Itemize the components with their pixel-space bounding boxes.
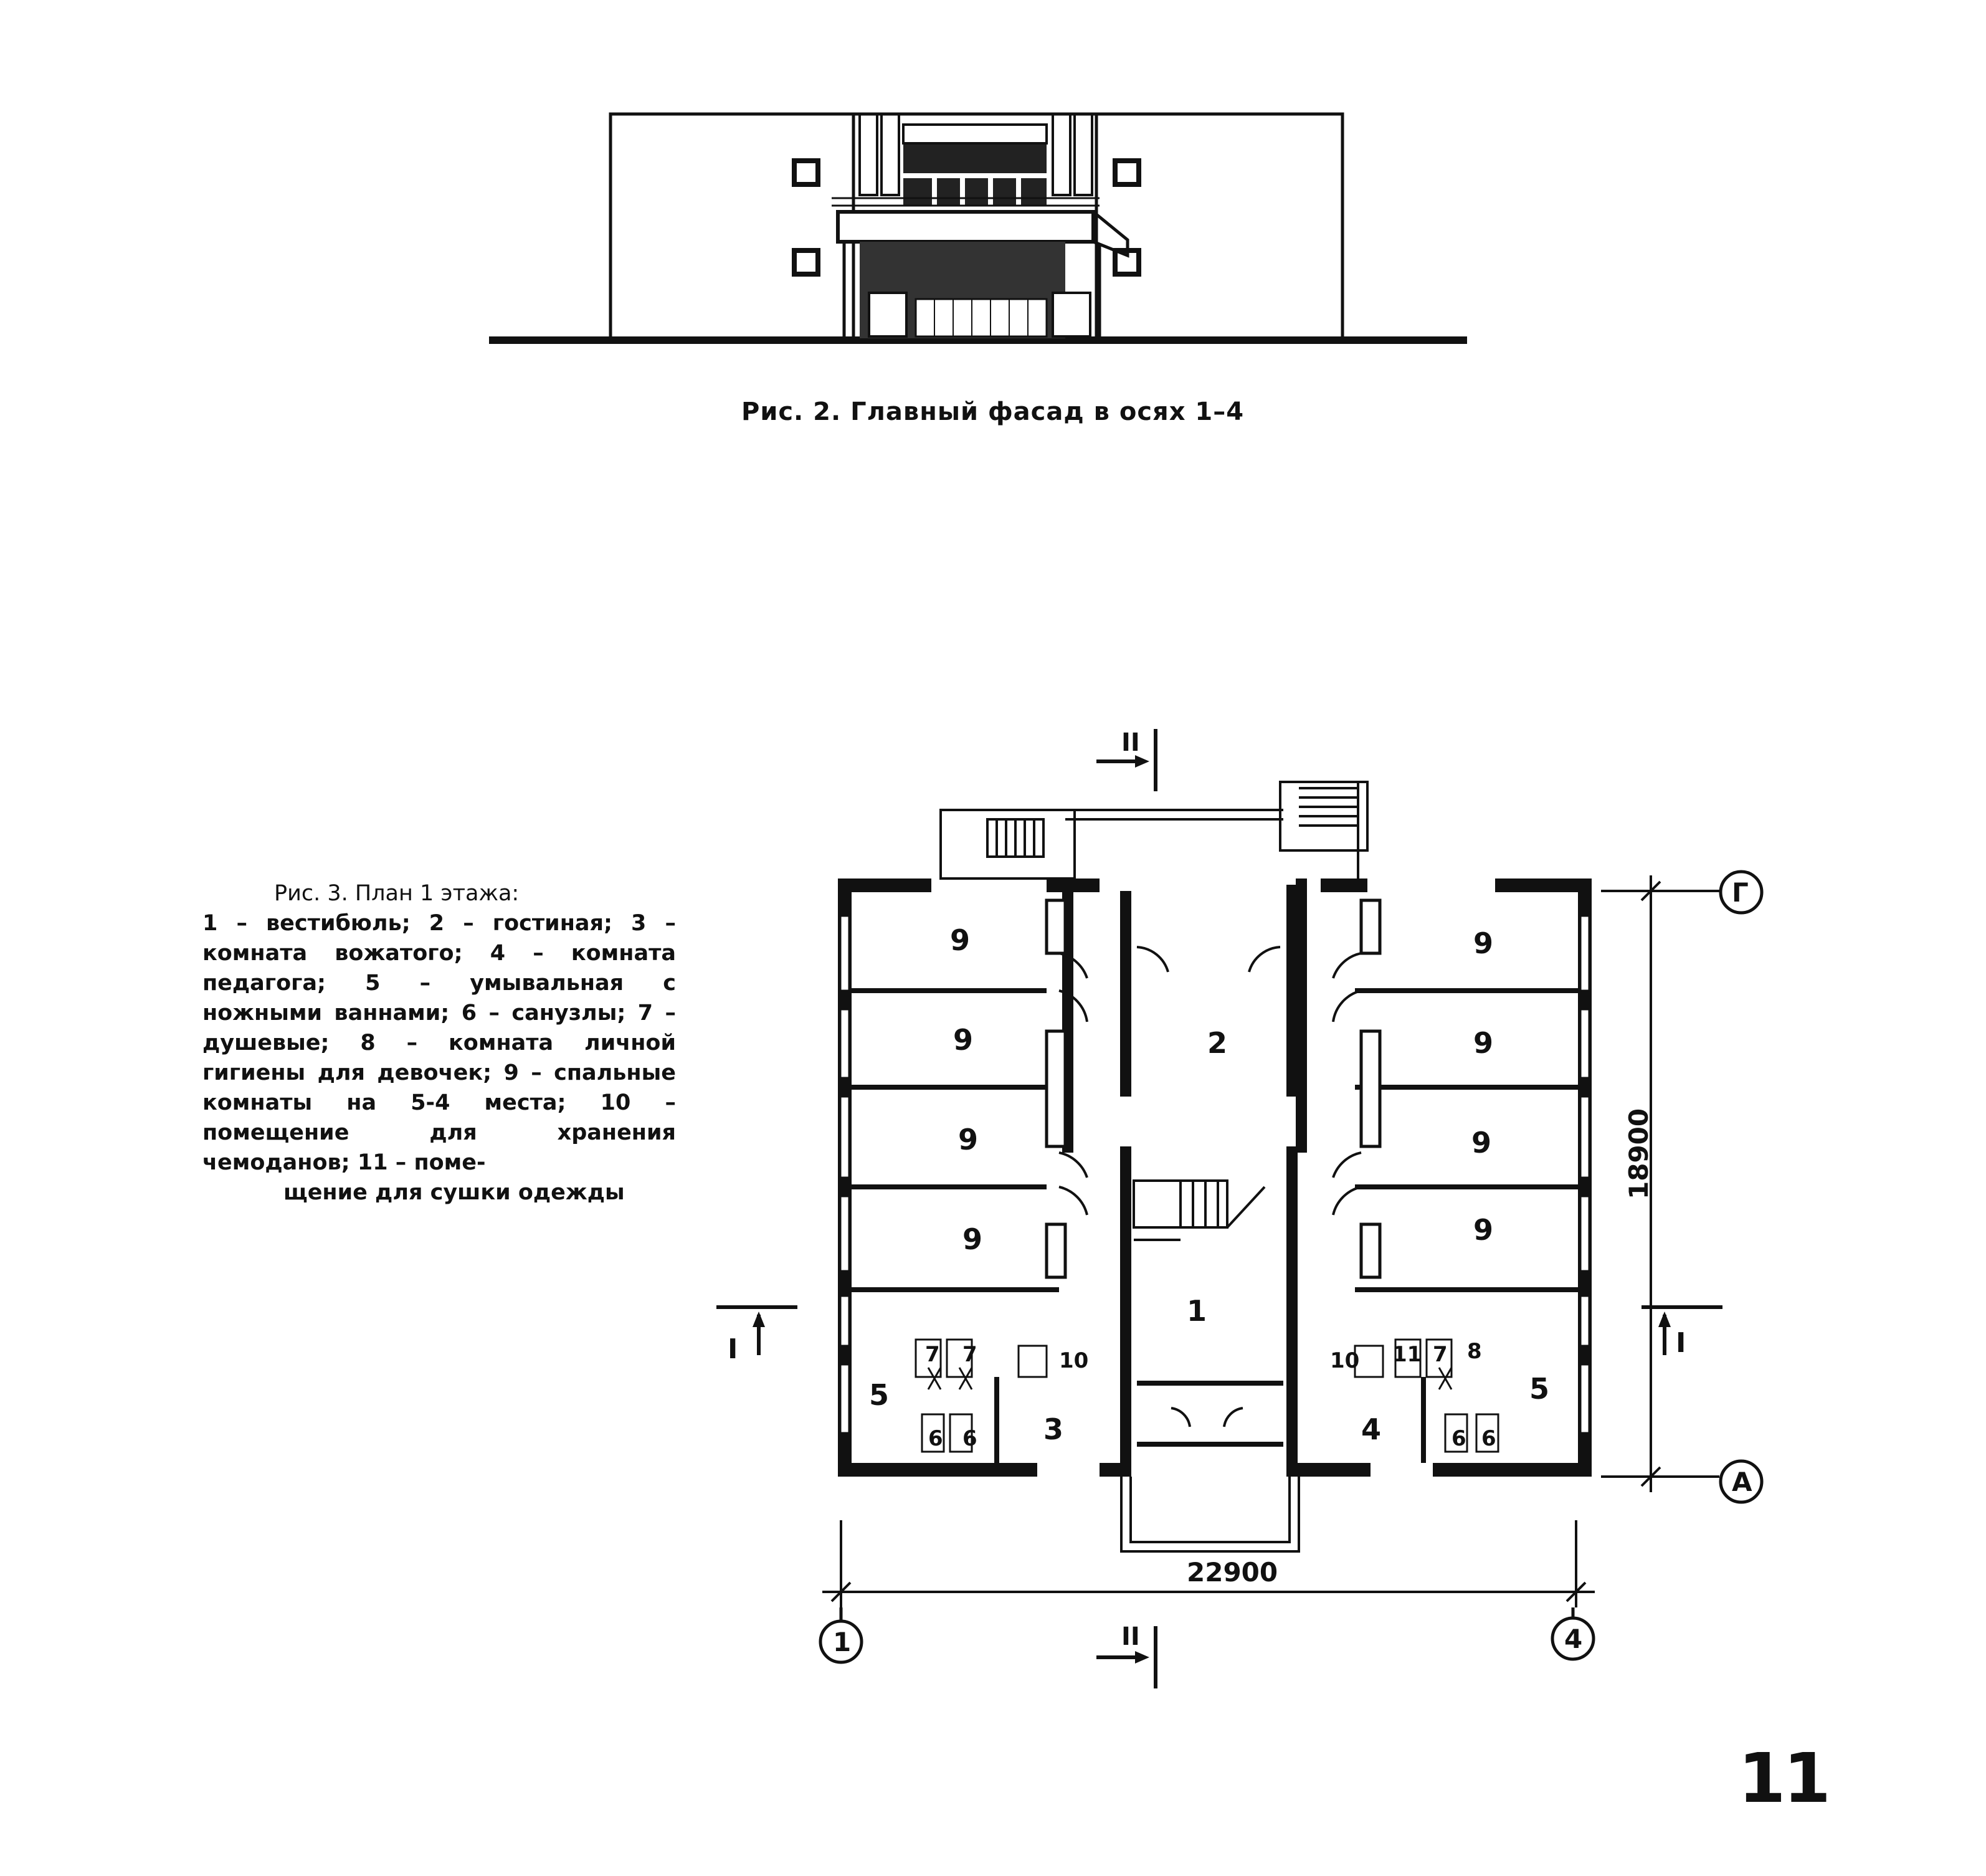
room-label-7: 7: [925, 1342, 940, 1367]
room-label-8: 8: [1467, 1339, 1482, 1364]
room-label-9: 9: [1471, 1126, 1491, 1159]
floor-plan: 9 9 9 9 9 9 9 9 2 1 3 4 5 5 7 7 6 6 10 1…: [716, 728, 1764, 1688]
room-labels-small: 7 7 6 6 10 10 11 7 8 6 6: [925, 1339, 1496, 1451]
figure-3-legend-tail: щение для сушки одежды: [283, 1180, 625, 1205]
room-label-5: 5: [1529, 1372, 1549, 1406]
figure-3-legend: Рис. 3. План 1 этажа: 1 – вестибюль; 2 –…: [202, 878, 676, 1207]
facade-elevation: [489, 112, 1467, 344]
room-label-9: 9: [1473, 1213, 1493, 1247]
room-label-9: 9: [1473, 926, 1493, 960]
rear-stair-east: [1279, 781, 1369, 878]
room-label-6: 6: [928, 1426, 943, 1451]
axis-markers: [819, 870, 1764, 1664]
room-label-2: 2: [1207, 1026, 1227, 1060]
entrance-porch: [1120, 1477, 1300, 1553]
rear-stair-west: [939, 809, 1283, 880]
dimension-width-label: 22900: [1187, 1557, 1278, 1588]
corridor-walls: [1062, 878, 1307, 1477]
room-label-9: 9: [1473, 1026, 1493, 1060]
room-label-7: 7: [1433, 1342, 1448, 1367]
room-label-9: 9: [953, 1023, 973, 1057]
dimension-depth: [1601, 875, 1719, 1492]
figure-3-legend-body: 1 – вестибюль; 2 – гостиная; 3 – комната…: [202, 911, 676, 1175]
room-label-11: 11: [1392, 1342, 1422, 1367]
door-swings: [1058, 946, 1362, 1427]
figure-2-caption: Рис. 2. Главный фасад в осях 1–4: [741, 398, 1245, 426]
axis-label-4: 4: [1564, 1624, 1582, 1654]
page-number: 11: [1738, 1738, 1831, 1818]
axis-label-g: Г: [1732, 877, 1749, 908]
room-label-4: 4: [1361, 1412, 1381, 1446]
room-label-6: 6: [962, 1426, 977, 1451]
room-label-1: 1: [1187, 1294, 1207, 1328]
room-label-7: 7: [962, 1342, 977, 1367]
room-label-9: 9: [958, 1123, 978, 1156]
room-label-6: 6: [1481, 1426, 1496, 1451]
partitions: [852, 988, 1578, 1463]
room-label-6: 6: [1451, 1426, 1466, 1451]
section-label-2: II: [1121, 1622, 1140, 1651]
axis-label-a: А: [1732, 1467, 1752, 1497]
sanitary-east: [1354, 1338, 1499, 1453]
room-label-10: 10: [1059, 1348, 1088, 1373]
room-label-9: 9: [950, 923, 970, 957]
section-arrows: [753, 755, 1671, 1664]
outer-walls: [838, 878, 1592, 1477]
room-label-10: 10: [1330, 1348, 1359, 1373]
windows-east: [1579, 915, 1590, 1434]
room-label-3: 3: [1043, 1412, 1063, 1446]
section-marks: [716, 729, 1722, 1688]
room-labels: 9 9 9 9 9 9 9 9 2 1 3 4 5 5: [869, 923, 1549, 1446]
sanitary-west: [915, 1338, 1048, 1453]
room-label-5: 5: [869, 1378, 889, 1412]
section-label-1: I: [728, 1333, 738, 1365]
windows-west: [839, 915, 850, 1434]
section-label-1: I: [1676, 1327, 1686, 1359]
figure-3-legend-title: Рис. 3. План 1 этажа:: [274, 881, 520, 906]
central-stair: [1133, 1179, 1266, 1241]
section-label-2: II: [1121, 728, 1140, 757]
axis-label-1: 1: [833, 1627, 851, 1657]
dimension-depth-label: 18900: [1623, 1108, 1654, 1199]
dimension-width: [822, 1520, 1595, 1607]
room-label-9: 9: [962, 1222, 982, 1256]
wardrobes: [1045, 898, 1382, 1279]
